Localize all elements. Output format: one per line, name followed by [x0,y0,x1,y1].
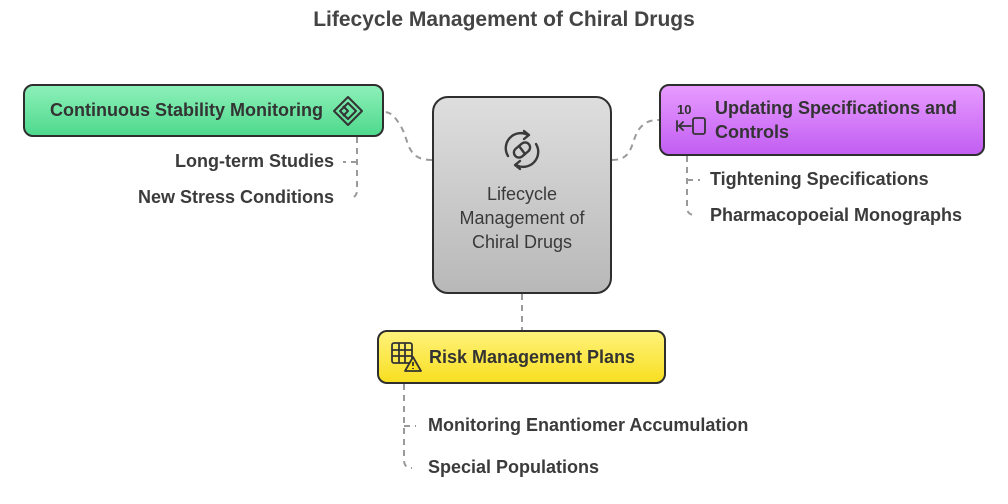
stability-monitoring-node: Continuous Stability Monitoring [23,84,384,137]
stability-monitoring-label: Continuous Stability Monitoring [50,100,323,120]
specifications-node: 10 Updating Specifications and Controls [659,84,985,156]
specifications-label: Updating Specifications and Controls [715,98,958,142]
grid-warning-icon [391,342,422,372]
connector-stability-items [348,137,358,199]
numbered-arrow-icon: 10 [676,102,706,135]
risk-item-enantiomer-accumulation: Monitoring Enantiomer Accumulation [428,415,749,435]
pill-cycle-icon [504,129,540,171]
specifications-item-tightening: Tightening Specifications [710,169,929,189]
stability-item-long-term-studies: Long-term Studies [174,151,334,171]
numbered-arrow-icon-text: 10 [677,102,691,117]
connector-risk-items [403,384,413,469]
risk-item-special-populations: Special Populations [428,457,600,477]
diagram-title: Lifecycle Management of Chiral Drugs [313,8,695,31]
risk-management-label: Risk Management Plans [429,346,636,367]
risk-management-node: Risk Management Plans [377,330,666,384]
center-label: Lifecycle Management of Chiral Drugs [459,184,585,252]
stability-item-new-stress-conditions: New Stress Conditions [137,187,334,207]
connector-center-to-specifications [611,119,660,161]
specifications-item-monographs: Pharmacopoeial Monographs [710,205,963,225]
layers-diamond-icon [332,95,363,126]
connector-center-to-stability [383,111,433,161]
connector-specifications-items [686,156,696,216]
center-node: Lifecycle Management of Chiral Drugs [432,96,612,294]
